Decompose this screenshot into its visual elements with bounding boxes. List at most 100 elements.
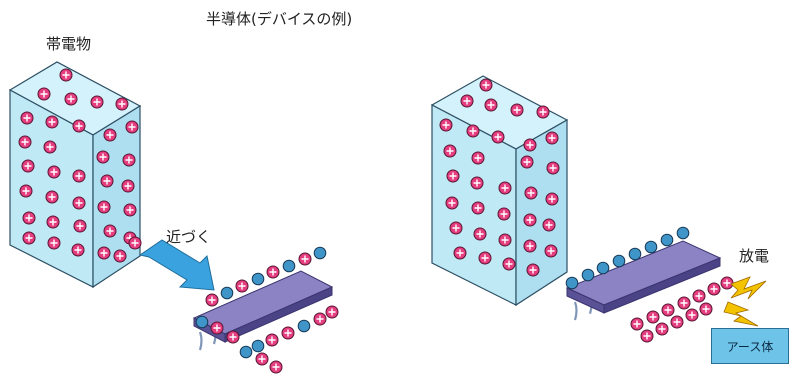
plus-charge-icon <box>269 360 283 374</box>
plus-charge-icon <box>502 257 516 271</box>
plus-charge-icon <box>265 333 279 347</box>
plus-charge-icon <box>281 326 295 340</box>
plus-charge-icon <box>255 352 269 366</box>
plus-charge-icon <box>443 144 457 158</box>
plus-charge-icon <box>90 95 104 109</box>
plus-charge-icon <box>47 165 61 179</box>
plus-charge-icon <box>37 87 51 101</box>
earth-label: アース体 <box>726 339 774 354</box>
plus-charge-icon <box>498 233 512 247</box>
plus-charge-icon <box>545 131 559 145</box>
plus-charge-icon <box>113 249 127 263</box>
plus-charge-icon <box>20 111 34 125</box>
plus-charge-icon <box>520 155 534 169</box>
negative-charge-icon <box>628 247 642 261</box>
plus-charge-icon <box>266 265 280 279</box>
plus-charge-icon <box>45 190 59 204</box>
chip-lead <box>573 301 578 321</box>
plus-charge-icon <box>21 159 35 173</box>
plus-charge-icon <box>449 221 463 235</box>
negative-charge-icon <box>251 339 265 353</box>
plus-charge-icon <box>235 279 249 293</box>
plus-charge-icon <box>19 184 33 198</box>
plus-charge-icon <box>646 310 660 324</box>
plus-charge-icon <box>670 315 684 329</box>
plus-charge-icon <box>313 312 327 326</box>
chip-left-side <box>224 286 333 343</box>
plus-charge-icon <box>45 115 59 129</box>
plus-charge-icon <box>526 263 540 277</box>
plus-charge-icon <box>205 293 219 307</box>
discharge-label: 放電 <box>739 247 770 265</box>
plus-charge-icon <box>64 92 78 106</box>
plus-charge-icon <box>720 276 734 290</box>
chip-right <box>565 226 734 343</box>
plus-charge-icon <box>97 246 111 260</box>
plus-charge-icon <box>546 161 560 175</box>
negative-charge-icon <box>195 315 209 329</box>
plus-charge-icon <box>542 218 556 232</box>
plus-charge-icon <box>491 130 505 144</box>
plus-charge-icon <box>453 246 467 260</box>
plus-charge-icon <box>497 207 511 221</box>
plus-charge-icon <box>123 203 137 217</box>
charged-block-right <box>430 75 569 307</box>
plus-charge-icon <box>655 322 669 336</box>
charged-object-label: 帯電物 <box>46 35 92 53</box>
plus-charge-icon <box>122 153 136 167</box>
plus-charge-icon <box>523 239 537 253</box>
negative-charge-icon <box>660 233 674 247</box>
plus-charge-icon <box>661 303 675 317</box>
plus-charge-icon <box>72 169 86 183</box>
negative-charge-icon <box>581 268 595 282</box>
plus-charge-icon <box>707 282 721 296</box>
negative-charge-icon <box>676 226 690 240</box>
plus-charge-icon <box>226 330 240 344</box>
plus-charge-icon <box>460 94 474 108</box>
negative-charge-icon <box>297 319 311 333</box>
plus-charge-icon <box>121 179 135 193</box>
plus-charge-icon <box>71 243 85 257</box>
negative-charge-icon <box>612 254 626 268</box>
plus-charge-icon <box>103 224 117 238</box>
plus-charge-icon <box>73 219 87 233</box>
plus-charge-icon <box>445 196 459 210</box>
plus-charge-icon <box>692 289 706 303</box>
plus-charge-icon <box>470 176 484 190</box>
plus-charge-icon <box>699 302 713 316</box>
negative-charge-icon <box>565 276 579 290</box>
plus-charge-icon <box>640 329 654 343</box>
chip-lead <box>198 331 203 351</box>
plus-charge-icon <box>536 105 550 119</box>
plus-charge-icon <box>210 321 224 335</box>
plus-charge-icon <box>478 251 492 265</box>
plus-charge-icon <box>510 103 524 117</box>
plus-charge-icon <box>498 181 512 195</box>
plus-charge-icon <box>545 192 559 206</box>
chip-left <box>192 246 339 374</box>
earth-box: アース体 <box>711 328 789 364</box>
plus-charge-icon <box>72 119 86 133</box>
plus-charge-icon <box>484 98 498 112</box>
plus-charge-icon <box>685 308 699 322</box>
negative-charge-icon <box>596 261 610 275</box>
plus-charge-icon <box>439 118 453 132</box>
plus-charge-icon <box>128 236 142 250</box>
diagram-title: 半導体(デバイスの例) <box>206 10 353 28</box>
chip-right-side <box>603 257 721 314</box>
plus-charge-icon <box>22 231 36 245</box>
plus-charge-icon <box>22 211 36 225</box>
plus-charge-icon <box>72 196 86 210</box>
plus-charge-icon <box>97 200 111 214</box>
plus-charge-icon <box>523 138 537 152</box>
plus-charge-icon <box>47 236 61 250</box>
negative-charge-icon <box>239 345 253 359</box>
plus-charge-icon <box>466 124 480 138</box>
block-side-face <box>515 118 568 307</box>
plus-charge-icon <box>473 227 487 241</box>
charged-block-left <box>8 61 142 289</box>
plus-charge-icon <box>18 135 32 149</box>
plus-charge-icon <box>100 174 114 188</box>
